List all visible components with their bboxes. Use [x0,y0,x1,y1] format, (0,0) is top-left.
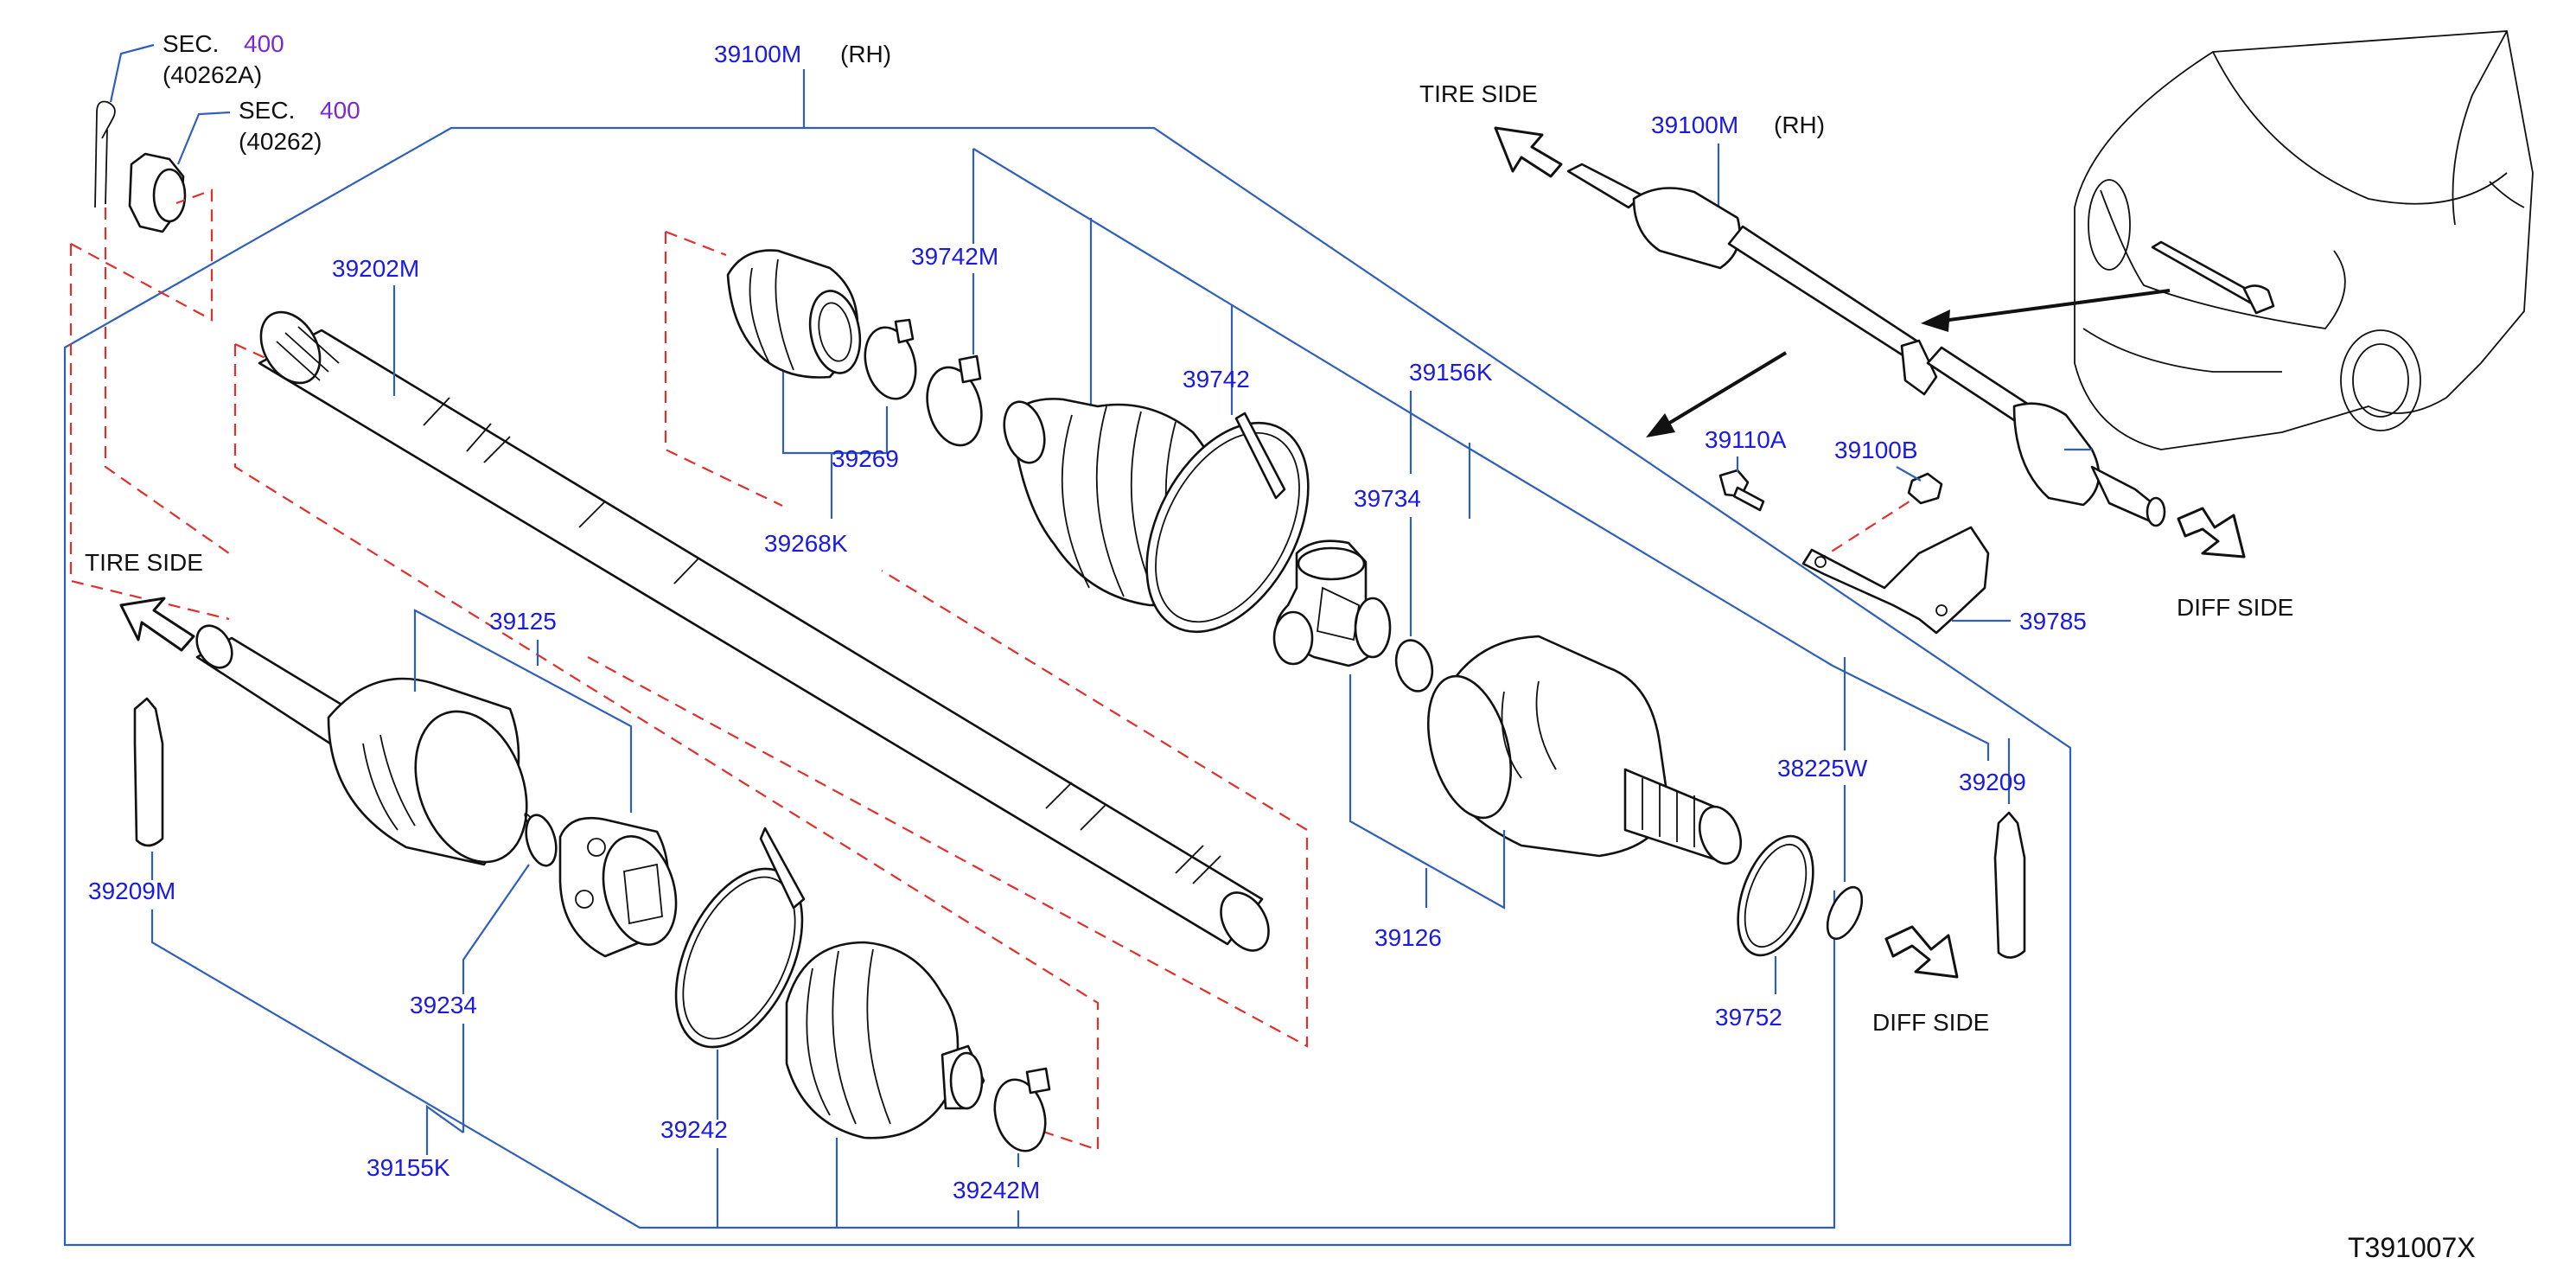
part-label-39242[interactable]: 39242 [660,1116,728,1143]
tire-side-arrow-top [1494,126,1563,178]
alignment-guide [234,343,277,364]
part-label-39156K[interactable]: 39156K [1409,359,1493,386]
sec-ref-1-prefix: SEC. [163,30,219,57]
part-label-39209[interactable]: 39209 [1959,769,2026,795]
part-label-39268K[interactable]: 39268K [764,530,848,557]
sec-ref-1-number[interactable]: 400 [244,30,284,57]
hub-nut-icon [128,152,187,233]
part-label-39234[interactable]: 39234 [410,992,477,1018]
tire-side-arrow-left [119,597,195,652]
direction-arrow-icon [1935,289,2171,323]
part-label-39752[interactable]: 39752 [1715,1004,1782,1031]
nut-39100B-icon[interactable] [1907,472,1943,505]
circlip-38225W-icon[interactable] [1820,882,1869,944]
part-label-39202M[interactable]: 39202M [332,255,419,282]
small-boot-39268K-icon[interactable] [726,249,866,379]
tire-side-label-left: TIRE SIDE [85,549,203,576]
part-label-39209M[interactable]: 39209M [88,878,175,904]
tire-side-label-top: TIRE SIDE [1419,80,1538,107]
vehicle-outline-icon [2074,30,2534,450]
tripod-39734-icon[interactable] [1272,539,1392,667]
boot-band-39242M-icon[interactable] [987,1067,1053,1157]
sec-ref-2-sub: (40262) [239,128,322,155]
diff-side-label-mid: DIFF SIDE [1872,1009,1989,1036]
assembly-enclosure-line [63,126,2072,1247]
part-label-39100M-inset[interactable]: 39100M [1651,112,1738,138]
boot-band-39269-icon[interactable] [858,318,923,405]
alignment-guide [664,232,783,507]
inboard-joint-housing-39126-icon[interactable] [1414,635,1749,869]
alignment-guide [233,344,1100,1152]
diff-side-arrow-mid [1884,925,1959,979]
intermediate-shaft-39202M[interactable] [249,302,1278,959]
part-label-39242M[interactable]: 39242M [953,1177,1040,1203]
outboard-cv-joint[interactable] [189,619,546,878]
alignment-guide [665,230,727,257]
alignment-guide [587,570,1309,1048]
leader-39209M [150,890,1836,1229]
boot-band-39742-icon[interactable] [1113,396,1341,660]
part-label-38225W[interactable]: 38225W [1777,755,1868,782]
cotter-pin-icon [94,100,116,208]
bolt-39110A-icon[interactable] [1718,469,1765,512]
part-label-39269[interactable]: 39269 [832,445,899,472]
assembly-side-main: (RH) [840,41,891,67]
direction-arrow-icon [1658,351,1788,431]
snap-ring-39734-icon[interactable] [1391,636,1438,695]
part-label-39155K[interactable]: 39155K [367,1154,450,1181]
part-label-39785[interactable]: 39785 [2019,608,2087,635]
spider-bearing-39125-icon[interactable] [558,816,687,958]
grease-tube-39209M-icon[interactable] [133,697,164,847]
diff-side-arrow-right [2177,507,2246,559]
part-label-39734[interactable]: 39734 [1354,485,1421,512]
alignment-guide [69,244,230,621]
outboard-boot-icon[interactable] [785,941,985,1139]
diff-side-label-right: DIFF SIDE [2177,594,2293,621]
alignment-guide [70,188,214,322]
part-label-39125[interactable]: 39125 [489,608,557,635]
grease-tube-39209-icon[interactable] [1993,811,2026,959]
part-label-39126[interactable]: 39126 [1374,924,1442,951]
sec-ref-2-prefix: SEC. [239,97,295,124]
part-label-39110A[interactable]: 39110A [1705,426,1787,453]
part-label-39100B[interactable]: 39100B [1834,437,1918,463]
assembly-side-inset: (RH) [1774,112,1825,138]
bracket-39785-icon[interactable] [1801,526,1990,635]
alignment-guide [104,207,230,554]
sec-ref-1-sub: (40262A) [163,61,262,88]
part-label-39742M[interactable]: 39742M [911,243,998,270]
leader-39156K [1456,440,1990,761]
snap-ring-39234-icon[interactable] [521,812,561,869]
assembled-driveshaft-icon[interactable] [1566,163,2166,527]
figure-code: T391007X [2348,1232,2476,1263]
sec-ref-2-number[interactable]: 400 [320,97,360,124]
part-label-39742[interactable]: 39742 [1183,366,1250,393]
leader-39742-group [972,148,1457,442]
oil-seal-39752-icon[interactable] [1724,826,1828,965]
boot-band-39742M-icon[interactable] [919,354,990,451]
part-label-39100M-main[interactable]: 39100M [714,41,801,67]
boot-band-39242-icon[interactable] [650,827,827,1067]
